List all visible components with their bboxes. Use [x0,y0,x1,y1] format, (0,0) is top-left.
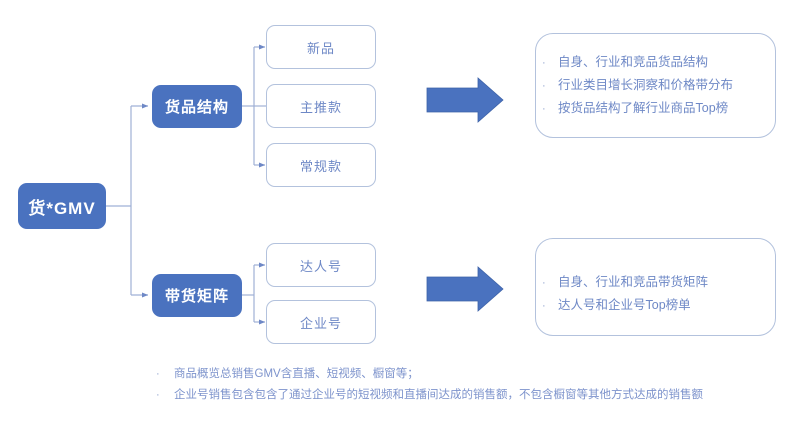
list-item-label: 达人号和企业号Top榜单 [558,298,691,312]
list-item: · 自身、行业和竞品货品结构 [536,51,775,74]
bullet-icon: · [542,80,546,92]
node-leaf-enterprise-account[interactable]: 企业号 [266,300,376,344]
footnote-label: 企业号销售包含包含了通过企业号的短视频和直播间达成的销售额，不包含橱窗等其他方式… [174,389,703,401]
panel-sales-matrix-insights: · 自身、行业和竞品带货矩阵 · 达人号和企业号Top榜单 [535,238,776,336]
bullet-icon: · [542,277,546,289]
panel-upper-list: · 自身、行业和竞品货品结构 · 行业类目增长洞察和价格带分布 · 按货品结构了… [536,51,775,120]
bullet-icon: · [542,57,546,69]
list-item-label: 自身、行业和竞品货品结构 [558,55,709,69]
node-leaf-main-push[interactable]: 主推款 [266,84,376,128]
node-leaf-regular[interactable]: 常规款 [266,143,376,187]
bullet-icon: · [542,300,546,312]
node-root[interactable]: 货*GMV [18,183,106,229]
panel-goods-structure-insights: · 自身、行业和竞品货品结构 · 行业类目增长洞察和价格带分布 · 按货品结构了… [535,33,776,138]
list-item: · 按货品结构了解行业商品Top榜 [536,97,775,120]
footnote-item: · 企业号销售包含包含了通过企业号的短视频和直播间达成的销售额，不包含橱窗等其他… [150,385,795,406]
node-leaf-new-product[interactable]: 新品 [266,25,376,69]
list-item: · 行业类目增长洞察和价格带分布 [536,74,775,97]
panel-lower-list: · 自身、行业和竞品带货矩阵 · 达人号和企业号Top榜单 [536,271,775,317]
block-arrow-upper [426,77,504,123]
list-item: · 自身、行业和竞品带货矩阵 [536,271,775,294]
list-item-label: 行业类目增长洞察和价格带分布 [558,78,734,92]
node-leaf-talent-account[interactable]: 达人号 [266,243,376,287]
block-arrow-lower [426,266,504,312]
footnote-item: · 商品概览总销售GMV含直播、短视频、橱窗等； [150,364,795,385]
footnotes: · 商品概览总销售GMV含直播、短视频、橱窗等； · 企业号销售包含包含了通过企… [150,364,795,406]
list-item-label: 自身、行业和竞品带货矩阵 [558,275,709,289]
list-item-label: 按货品结构了解行业商品Top榜 [558,101,729,115]
footnote-label: 商品概览总销售GMV含直播、短视频、橱窗等； [174,368,419,380]
bullet-icon: · [542,103,546,115]
list-item: · 达人号和企业号Top榜单 [536,294,775,317]
footnote-list: · 商品概览总销售GMV含直播、短视频、橱窗等； · 企业号销售包含包含了通过企… [150,364,795,406]
bullet-icon: · [156,389,160,401]
node-branch-goods-structure[interactable]: 货品结构 [152,85,242,128]
node-branch-sales-matrix[interactable]: 带货矩阵 [152,274,242,317]
bullet-icon: · [156,368,160,380]
